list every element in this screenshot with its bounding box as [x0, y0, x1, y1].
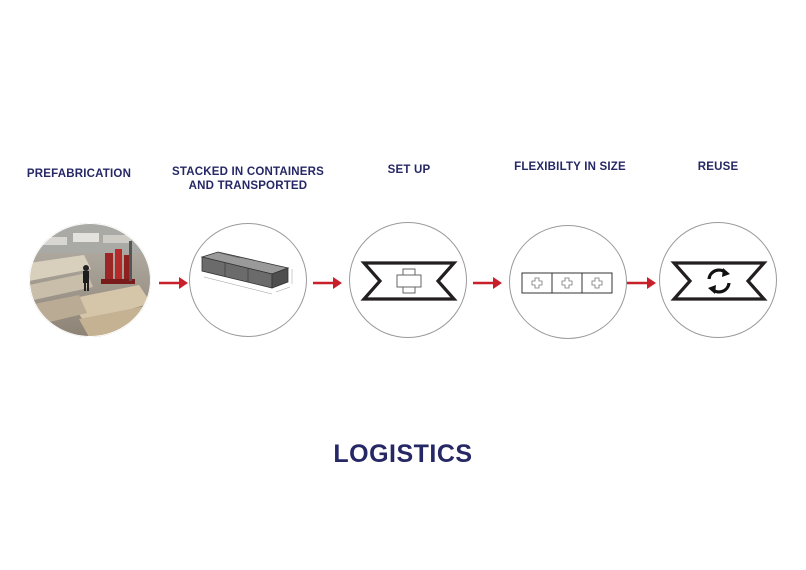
step-label-prefabrication: PREFABRICATION — [26, 168, 132, 180]
recycle-banner-icon — [659, 222, 777, 338]
arrow-right-icon — [313, 277, 342, 289]
container-stack-icon — [189, 223, 307, 337]
arrow-right-icon — [473, 277, 502, 289]
step-label-reuse: REUSE — [697, 161, 739, 173]
step-label-stacked-line1: STACKED IN CONTAINERS — [172, 166, 324, 178]
modular-units-icon — [509, 225, 627, 339]
step-label-stacked-line2: AND TRANSPORTED — [188, 180, 308, 192]
step-label-stacked: STACKED IN CONTAINERS AND TRANSPORTED — [166, 165, 330, 193]
plus-banner-icon — [349, 222, 467, 338]
factory-photo — [29, 223, 151, 337]
page-title: LOGISTICS — [333, 440, 473, 468]
step-label-flexibility: FLEXIBILTY IN SIZE — [514, 161, 626, 173]
arrow-right-icon — [159, 277, 188, 289]
step-label-setup: SET UP — [387, 164, 431, 176]
arrow-right-icon — [627, 277, 656, 289]
